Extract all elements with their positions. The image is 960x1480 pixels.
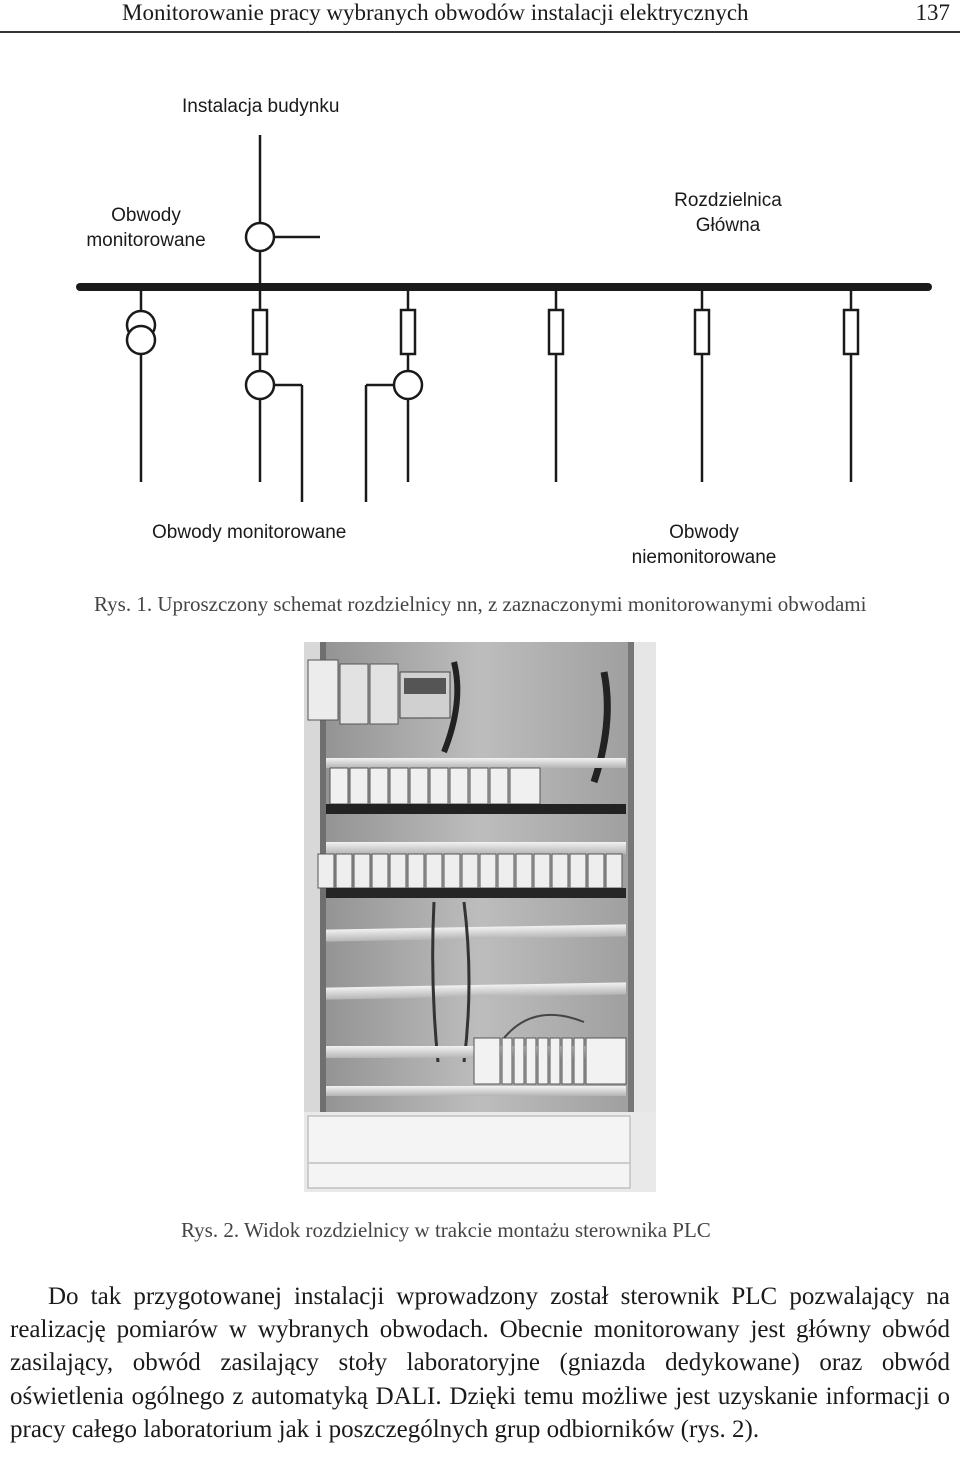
body-paragraph: Do tak przygotowanej instalacji wprowadz…: [10, 1280, 950, 1446]
fuse-3: [547, 308, 565, 356]
fuse-4: [693, 308, 711, 356]
switchboard-schematic: [76, 135, 932, 502]
body-paragraph-text: Do tak przygotowanej instalacji wprowadz…: [10, 1283, 950, 1443]
meter-circle-2: [392, 369, 424, 401]
label-monitored-top-line2: monitorowane: [86, 230, 206, 251]
label-main-switchboard-line2: Główna: [695, 215, 761, 236]
page-header: Monitorowanie pracy wybranych obwodów in…: [0, 0, 960, 33]
incoming-meter-circle: [244, 221, 276, 253]
label-unmonitored-line2: niemonitorowane: [631, 547, 777, 568]
label-monitored-top-line1: Obwody: [111, 205, 181, 226]
fuse-1: [251, 308, 269, 356]
transformer-coil-bottom: [125, 324, 157, 356]
label-unmonitored-line1: Obwody: [669, 522, 739, 543]
page-number: 137: [915, 0, 951, 25]
switchboard-diagram: Instalacja budynku Obwody monitorowane R…: [0, 40, 960, 580]
fuse-2: [399, 308, 417, 356]
switchboard-photo: [304, 642, 656, 1192]
label-building-installation: Instalacja budynku: [182, 96, 340, 117]
label-monitored-bottom: Obwody monitorowane: [152, 522, 347, 543]
label-unmonitored: Obwody niemonitorowane: [616, 520, 792, 570]
figure-1-caption: Rys. 1. Uproszczony schemat rozdzielnicy…: [94, 592, 867, 616]
figure-2-caption: Rys. 2. Widok rozdzielnicy w trakcie mon…: [181, 1218, 711, 1242]
switchboard-photo-illustration: [304, 642, 656, 1192]
label-monitored-top: Obwody monitorowane: [78, 203, 214, 253]
fuse-5: [842, 308, 860, 356]
label-main-switchboard: Rozdzielnica Główna: [652, 188, 804, 238]
running-title: Monitorowanie pracy wybranych obwodów in…: [122, 0, 749, 25]
label-main-switchboard-line1: Rozdzielnica: [674, 190, 782, 211]
meter-circle-1: [244, 369, 276, 401]
